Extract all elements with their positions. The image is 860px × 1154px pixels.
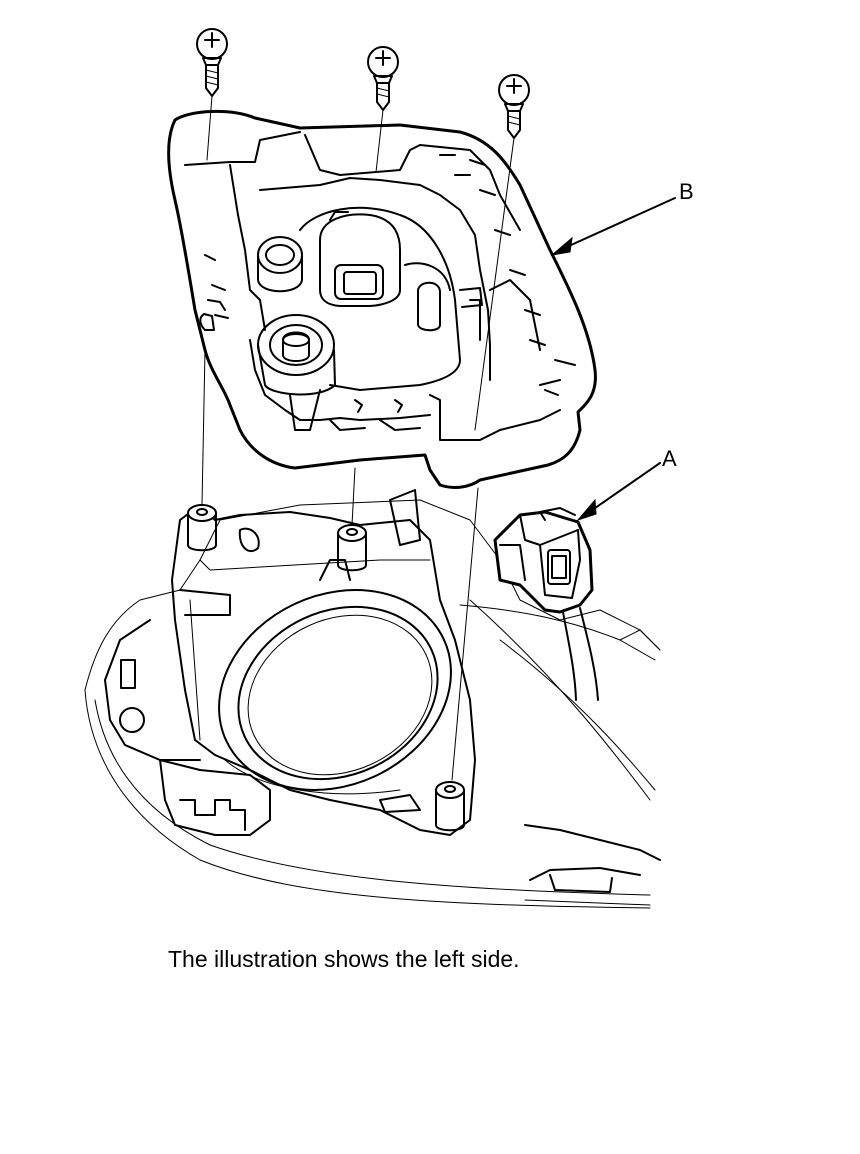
cover-b — [167, 110, 597, 489]
callout-a-label: A — [662, 446, 677, 471]
screw-center — [367, 46, 399, 111]
callout-b-label: B — [679, 179, 694, 204]
alignment-lines — [201, 95, 515, 781]
screw-left — [196, 28, 228, 97]
callout-b: B — [550, 179, 694, 256]
callout-a: A — [576, 446, 677, 522]
screw-right — [498, 74, 530, 139]
headlight-housing — [84, 489, 661, 909]
connector-a — [493, 507, 599, 701]
caption: The illustration shows the left side. — [168, 946, 520, 972]
